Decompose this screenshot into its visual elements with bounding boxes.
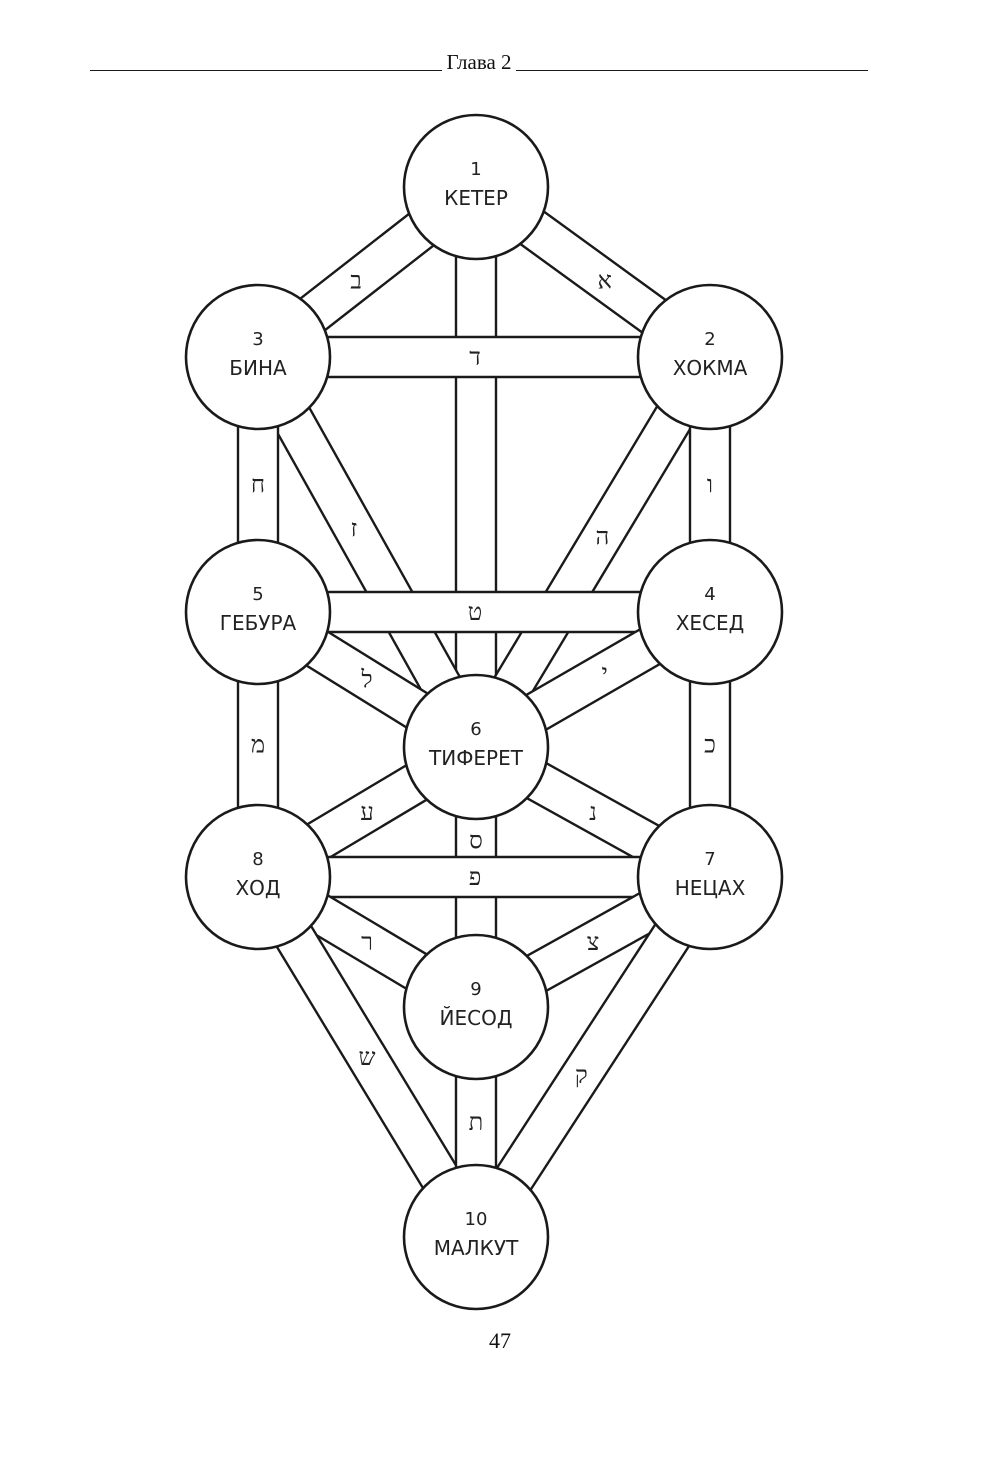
sephira-name: КЕТЕР [444, 186, 508, 210]
sephira-circle [636, 538, 784, 686]
sephira-number: 6 [470, 719, 481, 740]
sephira-number: 5 [252, 584, 263, 605]
sephira-circle [184, 283, 332, 431]
path-letter: י [602, 659, 608, 687]
path-letter: נ [589, 798, 597, 826]
sephira-number: 1 [470, 159, 481, 180]
sephira-circle [402, 933, 550, 1081]
chapter-title-text: Глава 2 [442, 50, 516, 74]
sephira-number: 10 [465, 1209, 488, 1230]
path-letter: ב [350, 267, 362, 295]
sephira-circle [636, 283, 784, 431]
running-header: Глава 2 [90, 50, 868, 76]
path-keter-tiferet: ג [454, 185, 498, 749]
sephira-name: ТИФЕРЕТ [428, 746, 524, 770]
sephira-number: 4 [704, 584, 715, 605]
path-letter: ט [468, 598, 483, 626]
sephira-number: 8 [252, 849, 263, 870]
path-letter: כ [704, 731, 716, 759]
sephira-circle [402, 1163, 550, 1311]
path-letter: ח [251, 471, 265, 499]
sephira-circle [402, 673, 550, 821]
sephira-circle [402, 113, 550, 261]
path-letter: ס [469, 827, 483, 855]
path-band [454, 185, 498, 749]
sephira-name: ЙЕСОД [440, 1006, 513, 1030]
path-letter: ע [360, 798, 374, 826]
path-letter: פ [469, 863, 482, 891]
path-letter: ל [360, 666, 372, 694]
sephira-number: 7 [704, 849, 715, 870]
sephira-number: 2 [704, 329, 715, 350]
chapter-title: Глава 2 [90, 50, 868, 75]
path-letter: ת [469, 1108, 484, 1136]
sephira-name: МАЛКУТ [434, 1236, 519, 1260]
path-letter: ק [575, 1061, 588, 1089]
path-letter: צ [587, 928, 600, 956]
path-letter: מ [251, 731, 265, 759]
sephira-name: НЕЦАХ [675, 876, 746, 900]
sephira-name: ХОКМА [673, 356, 748, 380]
sephira-number: 3 [252, 329, 263, 350]
sephira-name: БИНА [229, 356, 287, 380]
path-letter: ז [351, 515, 358, 543]
sephira-number: 9 [470, 979, 481, 1000]
page-number: 47 [489, 1328, 511, 1353]
sephira-circle [636, 803, 784, 951]
sephira-name: ХЕСЕД [676, 611, 745, 635]
sephira-circle [184, 538, 332, 686]
sephira-name: ХОД [235, 876, 280, 900]
path-letter: ה [595, 522, 609, 550]
path-letter: ש [359, 1043, 376, 1071]
sephira-name: ГЕБУРА [220, 611, 297, 635]
sephira-circle [184, 803, 332, 951]
path-letter: א [597, 267, 611, 295]
path-letter: ו [707, 471, 713, 499]
path-letter: ר [361, 928, 373, 956]
path-letter: ד [469, 343, 481, 371]
